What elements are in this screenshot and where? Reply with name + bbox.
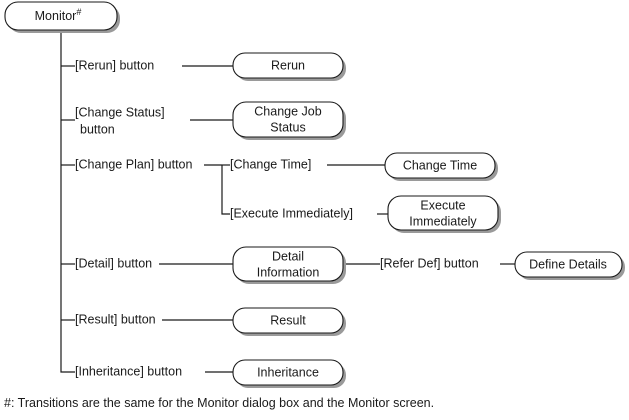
node-inheritance[interactable]: Inheritance — [232, 359, 346, 388]
edge-label-result: [Result] button — [75, 312, 156, 326]
connector-group — [60, 30, 515, 373]
node-detail-information-label-line2: Information — [257, 265, 320, 279]
node-execute-immediately-box — [387, 195, 499, 231]
node-inheritance-box — [232, 359, 344, 386]
node-change-time-box — [384, 152, 496, 179]
node-change-job-status-box — [232, 101, 344, 138]
node-monitor[interactable]: Monitor# — [4, 1, 120, 33]
node-define-details[interactable]: Define Details — [514, 251, 625, 280]
node-change-time[interactable]: Change Time — [384, 152, 498, 181]
node-monitor-box — [4, 1, 118, 31]
footnote-text: #: Transitions are the same for the Moni… — [4, 396, 435, 410]
edge-label-change-plan: [Change Plan] button — [75, 157, 192, 171]
node-change-job-status-label-line2: Status — [270, 120, 305, 134]
node-detail-information-box — [232, 246, 344, 282]
node-rerun-box — [232, 52, 344, 79]
node-change-job-status-label-line1: Change Job — [254, 104, 321, 118]
node-execute-immediately[interactable]: Execute Immediately — [387, 195, 501, 233]
node-result[interactable]: Result — [232, 307, 346, 336]
node-rerun[interactable]: Rerun — [232, 52, 346, 81]
node-change-job-status[interactable]: Change Job Status — [232, 101, 346, 140]
edge-label-change-status-line2: button — [80, 122, 115, 136]
edge-label-rerun: [Rerun] button — [75, 58, 154, 72]
node-detail-information[interactable]: Detail Information — [232, 246, 346, 284]
subtrunk-change-plan — [221, 165, 230, 215]
node-rerun-label: Rerun — [271, 58, 305, 72]
edge-label-change-status-line1: [Change Status] — [75, 105, 165, 119]
edge-label-group: [Rerun] button [Change Status] button [C… — [75, 58, 479, 378]
node-define-details-label: Define Details — [529, 257, 607, 271]
edge-label-execute-immediately: [Execute Immediately] — [230, 206, 353, 220]
node-execute-immediately-label-line2: Immediately — [409, 214, 477, 228]
node-result-box — [232, 307, 344, 334]
node-result-label: Result — [270, 313, 306, 327]
node-monitor-label: Monitor# — [35, 7, 82, 23]
node-define-details-box — [514, 251, 623, 278]
node-detail-information-label-line1: Detail — [272, 249, 304, 263]
edge-label-refer-def: [Refer Def] button — [380, 256, 479, 270]
edge-label-detail: [Detail] button — [75, 256, 152, 270]
node-change-time-label: Change Time — [403, 158, 477, 172]
edge-label-inheritance: [Inheritance] button — [75, 364, 182, 378]
trunk-line — [60, 30, 75, 373]
edge-label-change-time: [Change Time] — [230, 157, 311, 171]
node-inheritance-label: Inheritance — [257, 365, 319, 379]
node-execute-immediately-label-line1: Execute — [420, 198, 465, 212]
